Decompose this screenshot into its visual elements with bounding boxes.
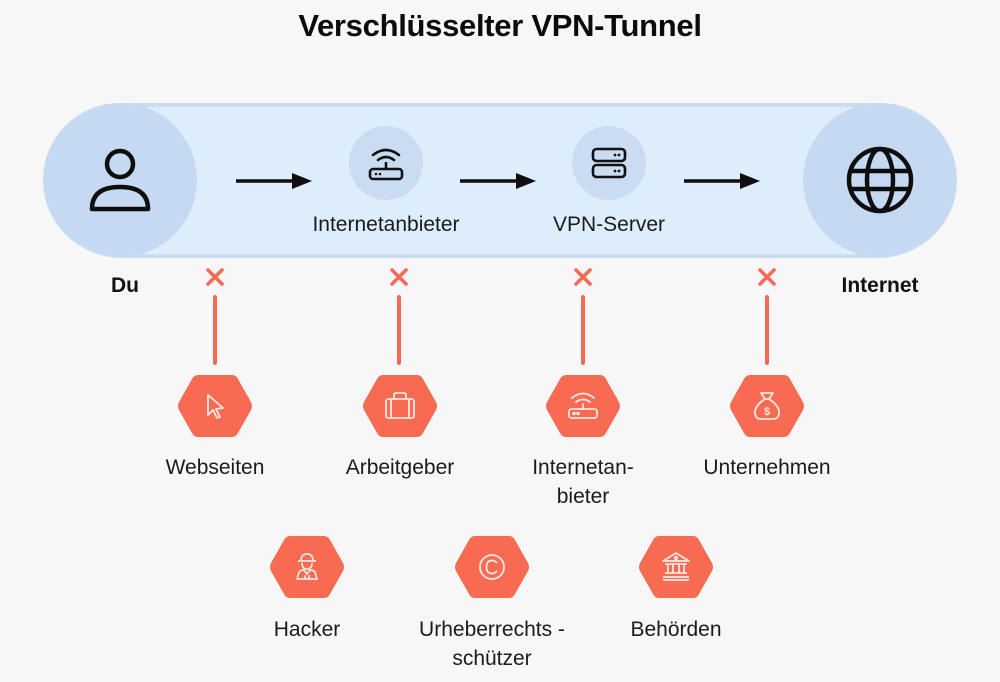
user-node [43,103,197,257]
user-icon [89,148,151,212]
threat-label-websites: Webseiten [165,456,265,479]
connector-line [765,295,769,365]
threat-websites [178,375,252,437]
threat-hacker [270,536,344,598]
blocked-x-icon [758,268,776,286]
threat-label-isp-line1: Internetan- [532,456,634,479]
globe-icon [846,146,914,214]
copyright-icon [479,554,505,580]
threat-label-copyright-line1: Urheberrechts - [419,618,565,641]
blocked-x-icon [574,268,592,286]
router-icon [368,148,404,181]
isp-label: Internetanbieter [312,213,460,236]
vpn-server-label: VPN-Server [552,213,666,236]
user-label: Du [111,274,139,297]
threat-isp [546,375,620,437]
threat-employer [363,375,437,437]
threat-label-employer: Arbeitgeber [345,456,455,479]
briefcase-icon [385,392,415,419]
threat-label-companies: Unternehmen [703,456,831,479]
threat-copyright-holders [455,536,529,598]
connector-line [581,295,585,365]
arrow-right-icon [236,173,312,189]
router-icon [568,392,598,419]
government-building-icon [662,552,690,581]
cursor-icon [207,394,224,419]
threat-label-copyright-line2: schützer [452,647,532,670]
internet-label: Internet [841,274,919,297]
threat-label-copyright-holders: Urheberrechts - schützer [392,615,592,673]
svg-text:$: $ [764,406,770,418]
arrow-right-icon [460,173,536,189]
connector-line [213,295,217,365]
threat-label-authorities: Behörden [630,618,722,641]
arrow-right-icon [684,173,760,189]
threat-companies: $ [730,375,804,437]
blocked-x-icon [390,268,408,286]
threat-label-isp-line2: bieter [556,485,610,508]
isp-node [349,126,423,200]
blocked-x-icon [206,268,224,286]
connector-line [397,295,401,365]
threat-authorities [639,536,713,598]
diagram-title: Verschlüsselter VPN-Tunnel [298,8,702,43]
vpn-server-node [572,126,646,200]
threat-label-isp: Internetan- bieter [483,453,683,511]
threat-label-hacker: Hacker [273,618,341,641]
internet-node [803,103,957,257]
spy-icon [296,553,318,580]
money-bag-icon [754,392,780,420]
server-icon [591,147,627,179]
